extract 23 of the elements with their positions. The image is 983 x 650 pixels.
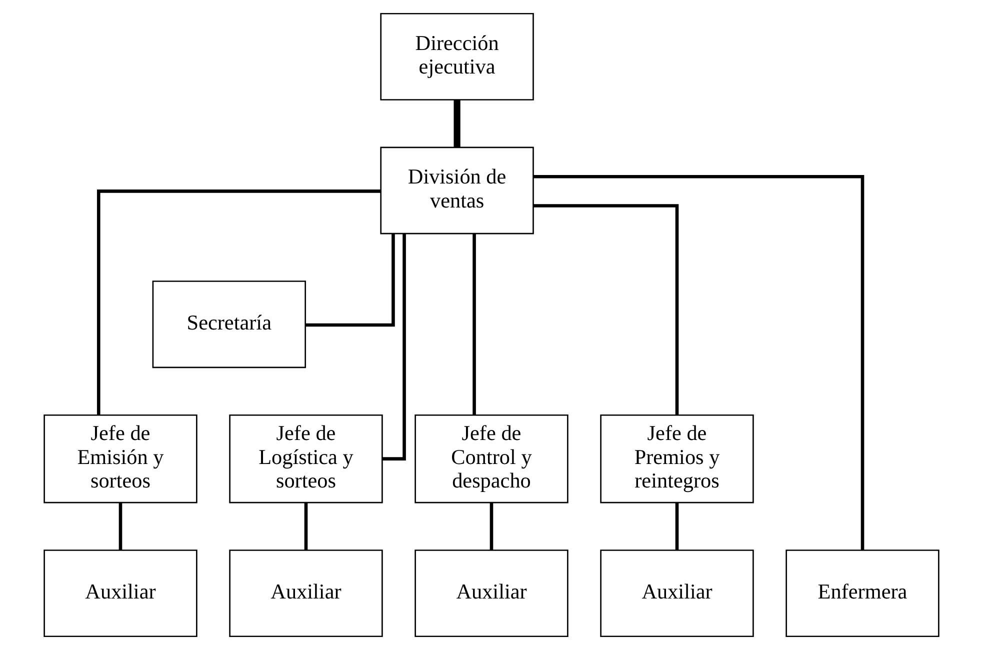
node-box: Jefe de Logística y sorteos — [229, 414, 383, 504]
connector — [472, 234, 476, 415]
node-box: Dirección ejecutiva — [380, 12, 534, 100]
connector — [382, 234, 406, 460]
node-box: Secretaría — [152, 280, 306, 368]
node-box: Auxiliar — [229, 550, 383, 638]
node-box: División de ventas — [380, 146, 534, 234]
node-box: Auxiliar — [600, 550, 754, 638]
connector — [118, 502, 122, 550]
connector — [675, 502, 679, 550]
connector — [305, 234, 395, 327]
node-box: Auxiliar — [414, 550, 568, 638]
node-box: Jefe de Emisión y sorteos — [44, 414, 198, 504]
node-box: Jefe de Control y despacho — [414, 414, 568, 504]
node-box: Jefe de Premios y reintegros — [600, 414, 754, 504]
connector — [533, 174, 864, 550]
connector — [490, 502, 494, 550]
connector — [454, 100, 460, 148]
connector — [96, 190, 381, 415]
connector — [304, 502, 308, 550]
connector — [533, 204, 679, 415]
node-box: Auxiliar — [44, 550, 198, 638]
node-box: Enfermera — [786, 550, 940, 638]
